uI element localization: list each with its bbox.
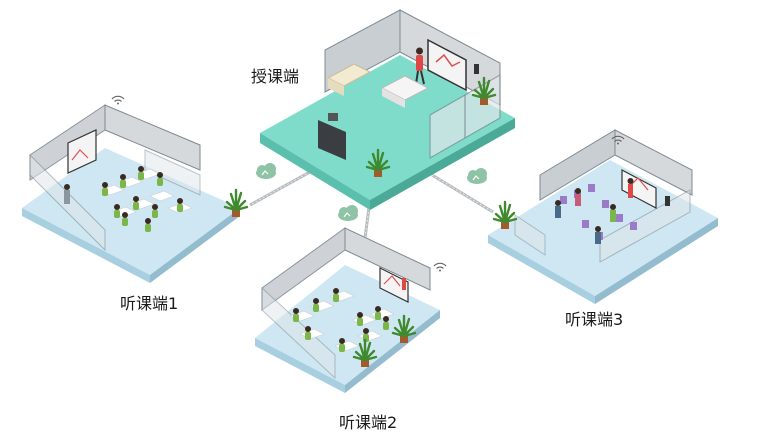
teaching-end-label: 授课端 [251, 67, 300, 86]
listening-end-2-label: 听课端2 [339, 413, 398, 432]
teaching-room [260, 9, 515, 210]
listen-room-2 [255, 227, 447, 393]
cloud-icon [466, 167, 488, 185]
cloud-icon [255, 162, 277, 180]
camera-icon [318, 113, 346, 160]
listening-end-1-label: 听课端1 [120, 294, 179, 313]
link-to-listen3 [431, 173, 494, 214]
listen-room-3 [488, 129, 718, 304]
network-links [249, 162, 494, 239]
listening-end-3-label: 听课端3 [565, 310, 624, 329]
listen-room-1 [22, 95, 249, 283]
link-to-listen1 [249, 170, 311, 207]
whiteboard-icon [427, 38, 467, 92]
wifi-icon [433, 262, 447, 273]
wifi-icon [111, 95, 125, 106]
cloud-icon [337, 204, 359, 222]
